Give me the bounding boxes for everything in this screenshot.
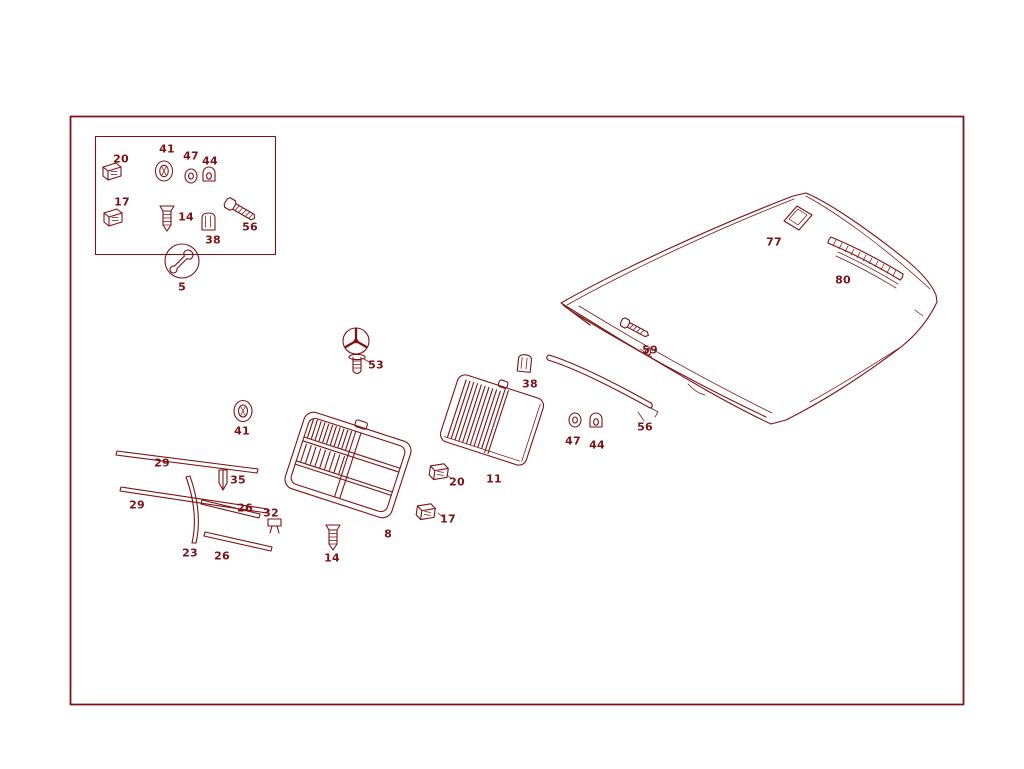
- nut-44: [589, 412, 603, 428]
- part-label-17: 17: [440, 512, 456, 526]
- part-label-14-box: 14: [178, 210, 194, 224]
- part-label-47: 47: [565, 434, 581, 448]
- grille-slats: [300, 418, 353, 475]
- hood-vent: [827, 236, 904, 289]
- part-label-38: 38: [522, 377, 538, 391]
- part-label-41-box: 41: [159, 142, 175, 156]
- part-label-56-box: 56: [242, 220, 258, 234]
- part-label-35: 35: [230, 473, 246, 487]
- part-label-20-box: 20: [113, 152, 129, 166]
- part-label-29-lower: 29: [129, 498, 145, 512]
- strip-26-lower: [203, 531, 273, 552]
- insert-slats: [446, 379, 501, 449]
- part-label-8: 8: [384, 527, 392, 541]
- box-washer-47: [184, 168, 198, 184]
- washer-47: [568, 412, 582, 428]
- screw-59: [619, 317, 649, 338]
- hood-front-strip: [546, 354, 659, 422]
- hood-hinge: [783, 205, 813, 231]
- hardware-inset-box: [94, 135, 277, 256]
- grille: [284, 411, 412, 519]
- grommet-41: [233, 399, 253, 423]
- box-nut-44: [202, 166, 216, 182]
- strip-29-lower: [119, 486, 269, 514]
- part-label-23: 23: [182, 546, 198, 560]
- box-grommet-41: [154, 160, 174, 182]
- part-label-29-upper: 29: [154, 456, 170, 470]
- box-clip-17: [103, 208, 123, 227]
- grille-insert: [439, 374, 545, 466]
- part-label-56: 56: [637, 420, 653, 434]
- part-label-38-box: 38: [205, 233, 221, 247]
- part-label-17-box: 17: [114, 195, 130, 209]
- part-label-26-upper: 26: [237, 501, 253, 515]
- part-label-26-lower: 26: [214, 549, 230, 563]
- clip-38: [516, 353, 533, 373]
- leader-lines: [437, 474, 453, 518]
- part-label-44-box: 44: [202, 154, 218, 168]
- part-label-59: 59: [642, 343, 658, 357]
- clip-32: [267, 518, 282, 534]
- part-label-80: 80: [835, 273, 851, 287]
- part-label-32: 32: [263, 506, 279, 520]
- part-label-44: 44: [589, 438, 605, 452]
- strip-29-upper: [115, 450, 259, 474]
- clip-35: [218, 469, 228, 491]
- part-label-41: 41: [234, 424, 250, 438]
- hood: [560, 192, 938, 425]
- part-label-53: 53: [368, 358, 384, 372]
- strip-26-upper: [200, 499, 261, 519]
- clip-20: [428, 461, 450, 482]
- part-label-20: 20: [449, 475, 465, 489]
- box-screw-14: [159, 205, 175, 232]
- box-bolt-56: [223, 197, 256, 221]
- tool-icon: [164, 243, 200, 279]
- part-label-47-box: 47: [183, 149, 199, 163]
- star-mount: [348, 353, 372, 375]
- box-clip-20: [102, 162, 122, 181]
- star-emblem: [342, 327, 370, 355]
- part-label-14: 14: [324, 551, 340, 565]
- part-label-11: 11: [486, 472, 502, 486]
- box-clip-38: [201, 212, 216, 231]
- clip-17: [415, 501, 437, 522]
- part-label-77: 77: [766, 235, 782, 249]
- diagram-border: [69, 115, 965, 706]
- screw-14: [325, 524, 341, 551]
- strip-23: [185, 475, 199, 544]
- part-label-5: 5: [178, 280, 186, 294]
